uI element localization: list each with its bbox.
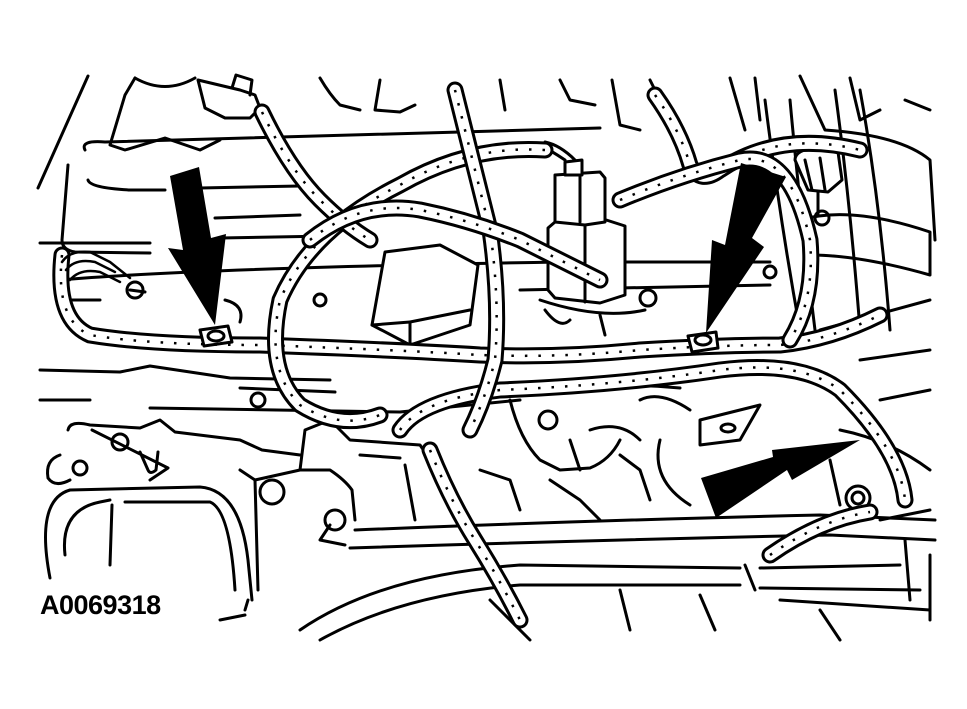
hex-cap: [370, 243, 480, 347]
harness-clip: [125, 264, 778, 409]
arrow-right-upper: [706, 163, 786, 333]
callout-arrows[interactable]: [168, 163, 860, 518]
arrow-right-lower: [701, 440, 860, 518]
wiring-harness: [52, 81, 914, 629]
solenoid-valve: [538, 140, 658, 337]
figure-id-label: A0069318: [40, 590, 161, 620]
arrow-left: [168, 167, 226, 325]
electrical-connector: [793, 146, 844, 227]
